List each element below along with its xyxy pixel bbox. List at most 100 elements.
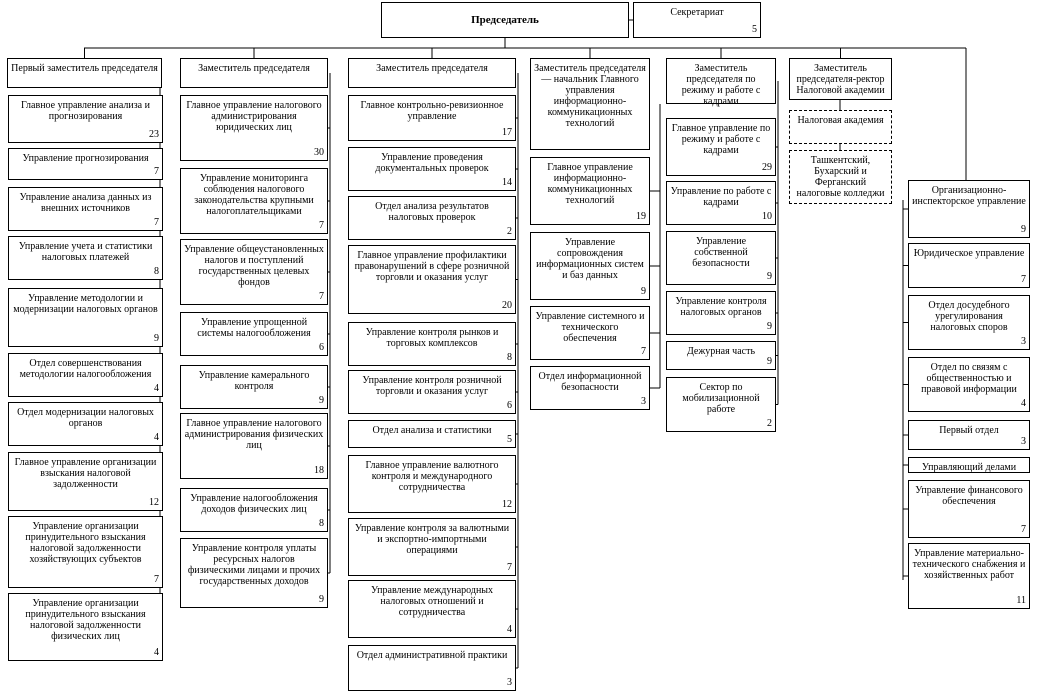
unit-2-10-label: Отдел административной практики: [356, 650, 508, 661]
unit-6-4-count: 3: [1021, 436, 1026, 447]
unit-0-2-count: 7: [154, 217, 159, 228]
secretariat-box-count: 5: [752, 24, 757, 35]
unit-0-0: Главное управление анализа и прогнозиров…: [8, 95, 163, 143]
unit-6-3-count: 4: [1021, 398, 1026, 409]
unit-6-2: Отдел досудебного урегулирования налогов…: [908, 295, 1030, 350]
unit-2-7-label: Главное управление валютного контроля и …: [365, 460, 499, 493]
chair-box: Председатель: [381, 2, 629, 38]
unit-0-0-count: 23: [149, 129, 159, 140]
unit-0-3-label: Управление учета и статистики налоговых …: [18, 241, 153, 263]
unit-6-3-label: Отдел по связям с общественностью и прав…: [921, 362, 1017, 395]
unit-0-1-label: Управление прогнозирования: [22, 153, 149, 164]
unit-2-9-label: Управление международных налоговых отнош…: [370, 585, 494, 618]
unit-1-0: Главное управление налогового администри…: [180, 95, 328, 161]
unit-2-5-label: Управление контроля розничной торговли и…: [362, 375, 502, 397]
unit-4-2-count: 9: [767, 271, 772, 282]
unit-3-2-count: 7: [641, 346, 646, 357]
unit-1-6-label: Управление налогообложения доходов физич…: [190, 493, 318, 515]
unit-6-6-label: Управление финансового обеспечения: [915, 485, 1023, 507]
unit-1-6-count: 8: [319, 518, 324, 529]
deputy-head-3: Заместитель председателя — начальник Гла…: [530, 58, 650, 150]
unit-2-0-label: Главное контрольно-ревизионное управлени…: [360, 100, 504, 122]
unit-4-4-label: Дежурная часть: [686, 346, 756, 357]
unit-0-9: Управление организации принудительного в…: [8, 593, 163, 661]
deputy-head-1-label: Заместитель председателя: [198, 63, 310, 74]
unit-2-8-count: 7: [507, 562, 512, 573]
unit-6-0-count: 9: [1021, 224, 1026, 235]
unit-6-0-label: Организационно-инспекторское управление: [912, 185, 1026, 207]
unit-4-5-label: Сектор по мобилизационной работе: [682, 382, 760, 415]
unit-4-4-count: 9: [767, 356, 772, 367]
unit-1-1-count: 7: [319, 220, 324, 231]
deputy-head-2: Заместитель председателя: [348, 58, 516, 88]
unit-5-1-label: Ташкентский, Бухарский и Ферганский нало…: [796, 155, 885, 199]
unit-6-0: Организационно-инспекторское управление 9: [908, 180, 1030, 238]
unit-4-5: Сектор по мобилизационной работе 2: [666, 377, 776, 432]
deputy-head-1: Заместитель председателя: [180, 58, 328, 88]
unit-4-0-count: 29: [762, 162, 772, 173]
deputy-head-0: Первый заместитель председателя: [7, 58, 162, 88]
unit-6-5: Управляющий делами: [908, 457, 1030, 473]
unit-0-4-label: Управление методологии и модернизации на…: [13, 293, 158, 315]
deputy-head-4: Заместитель председателя по режиму и раб…: [666, 58, 776, 107]
unit-0-9-count: 4: [154, 647, 159, 658]
unit-0-8: Управление организации принудительного в…: [8, 516, 163, 588]
unit-5-0-label: Налоговая академия: [797, 115, 884, 126]
unit-2-1-label: Управление проведения документальных про…: [375, 152, 489, 174]
unit-4-2-label: Управление собственной безопасности: [692, 236, 750, 269]
unit-0-4: Управление методологии и модернизации на…: [8, 288, 163, 347]
unit-0-2-label: Управление анализа данных из внешних ист…: [19, 192, 152, 214]
unit-0-2: Управление анализа данных из внешних ист…: [8, 187, 163, 231]
unit-2-3-count: 20: [502, 300, 512, 311]
unit-1-4-count: 9: [319, 395, 324, 406]
unit-1-2-label: Управление общеустановленных налогов и п…: [184, 244, 324, 288]
unit-1-0-count: 30: [314, 147, 324, 158]
unit-0-7: Главное управление организации взыскания…: [8, 452, 163, 511]
unit-1-3: Управление упрощенной системы налогообло…: [180, 312, 328, 356]
unit-5-1: Ташкентский, Бухарский и Ферганский нало…: [789, 150, 892, 204]
unit-3-0-label: Главное управление информационно-коммуни…: [547, 162, 633, 206]
unit-0-3-count: 8: [154, 266, 159, 277]
unit-2-4-label: Управление контроля рынков и торговых ко…: [365, 327, 499, 349]
unit-3-3-count: 3: [641, 396, 646, 407]
unit-6-7-label: Управление материально-технического снаб…: [912, 548, 1026, 581]
unit-0-7-label: Главное управление организации взыскания…: [14, 457, 157, 490]
unit-1-0-label: Главное управление налогового администри…: [186, 100, 322, 133]
deputy-head-5-label: Заместитель председателя-ректор Налогово…: [796, 63, 885, 96]
unit-1-3-label: Управление упрощенной системы налогообло…: [197, 317, 311, 339]
unit-3-0: Главное управление информационно-коммуни…: [530, 157, 650, 225]
unit-2-1-count: 14: [502, 177, 512, 188]
unit-2-8: Управление контроля за валютными и экспо…: [348, 518, 516, 576]
unit-6-1-label: Юридическое управление: [913, 248, 1025, 259]
unit-1-2: Управление общеустановленных налогов и п…: [180, 239, 328, 305]
unit-0-5-count: 4: [154, 383, 159, 394]
unit-0-1-count: 7: [154, 166, 159, 177]
unit-0-3: Управление учета и статистики налоговых …: [8, 236, 163, 280]
unit-1-5-label: Главное управление налогового администри…: [184, 418, 324, 451]
unit-2-6-label: Отдел анализа и статистики: [372, 425, 492, 436]
unit-1-1: Управление мониторинга соблюдения налого…: [180, 168, 328, 234]
unit-6-3: Отдел по связям с общественностью и прав…: [908, 357, 1030, 412]
unit-6-2-label: Отдел досудебного урегулирования налогов…: [928, 300, 1010, 333]
unit-3-1-count: 9: [641, 286, 646, 297]
unit-2-10-count: 3: [507, 677, 512, 688]
unit-4-3-label: Управление контроля налоговых органов: [675, 296, 767, 318]
unit-2-2-count: 2: [507, 226, 512, 237]
unit-1-1-label: Управление мониторинга соблюдения налого…: [194, 173, 314, 217]
unit-0-9-label: Управление организации принудительного в…: [25, 598, 146, 642]
unit-3-3-label: Отдел информационной безопасности: [538, 371, 642, 393]
unit-2-10: Отдел административной практики 3: [348, 645, 516, 691]
unit-4-5-count: 2: [767, 418, 772, 429]
deputy-head-5: Заместитель председателя-ректор Налогово…: [789, 58, 892, 100]
unit-0-1: Управление прогнозирования 7: [8, 148, 163, 180]
unit-2-3-label: Главное управление профилактики правонар…: [354, 250, 510, 283]
unit-3-1: Управление сопровождения информационных …: [530, 232, 650, 300]
unit-0-4-count: 9: [154, 333, 159, 344]
unit-1-7-count: 9: [319, 594, 324, 605]
unit-2-2: Отдел анализа результатов налоговых пров…: [348, 196, 516, 240]
